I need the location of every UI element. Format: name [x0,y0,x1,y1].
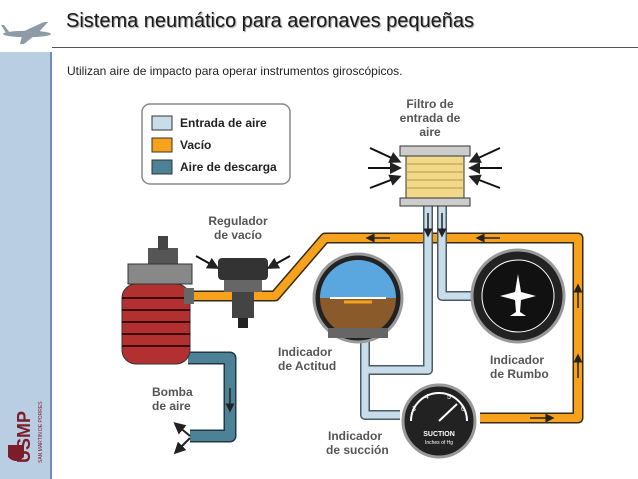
label-attitude-line1: Indicador [278,345,332,359]
shield-icon [8,445,24,461]
label-regulator-line2: de vacío [214,228,262,242]
vacuum-line [188,234,582,422]
label-filter-line1: Filtro de [406,97,454,111]
label-attitude-line2: de Actitud [278,359,336,373]
air-pump [121,236,194,365]
gauge-title: SUCTION [423,431,455,438]
gauge-tick-6: 6 [461,406,465,413]
air-filter [368,145,502,207]
legend-swatch-vacuum [151,137,173,153]
label-suction-line2: de succión [326,443,389,457]
legend-swatch-intake [151,115,173,131]
sidebar: USMP SAN MARTIN DE PORRES [0,0,52,479]
legend-label-vacuum: Vacío [180,138,211,152]
label-filter-line2: entrada de [400,111,461,125]
logo-area [0,0,52,52]
suction-gauge: 3 4 5 6 SUCTION Inches of Hg [401,383,477,459]
component-labels: Filtro de entrada de aire Regulador de v… [152,97,549,457]
label-suction-line1: Indicador [328,429,382,443]
gauge-units: Inches of Hg [425,440,453,446]
label-pump-line1: Bomba [152,385,193,399]
vacuum-regulator [195,255,291,328]
gauge-tick-4: 4 [425,394,429,401]
gauge-tick-5: 5 [447,394,451,401]
gauge-tick-3: 3 [412,406,416,413]
airplane-symbol-icon [500,274,536,316]
usmp-logo: USMP SAN MARTIN DE PORRES [8,401,44,463]
airplane-icon [1,22,51,44]
legend-label-intake: Entrada de aire [180,116,267,130]
label-pump-line2: de aire [152,399,191,413]
heading-indicator [470,248,566,344]
pneumatic-diagram: Entrada de aire Vacío Aire de descarga [121,97,584,459]
attitude-indicator [312,252,404,344]
exhaust-line-outline [188,351,237,443]
label-regulator-line1: Regulador [208,214,268,228]
label-filter-line3: aire [419,125,441,139]
title-divider [52,47,638,48]
usmp-subtext: SAN MARTIN DE PORRES [38,401,44,463]
exhaust-arrows [173,422,191,455]
label-heading-line2: de Rumbo [490,367,549,381]
label-heading-line1: Indicador [490,353,544,367]
page-subtitle: Utilizan aire de impacto para operar ins… [67,64,403,78]
legend: Entrada de aire Vacío Aire de descarga [141,103,291,185]
page-title: Sistema neumático para aeronaves pequeña… [66,10,475,32]
legend-label-exhaust: Aire de descarga [180,160,277,174]
legend-swatch-exhaust [151,159,173,175]
